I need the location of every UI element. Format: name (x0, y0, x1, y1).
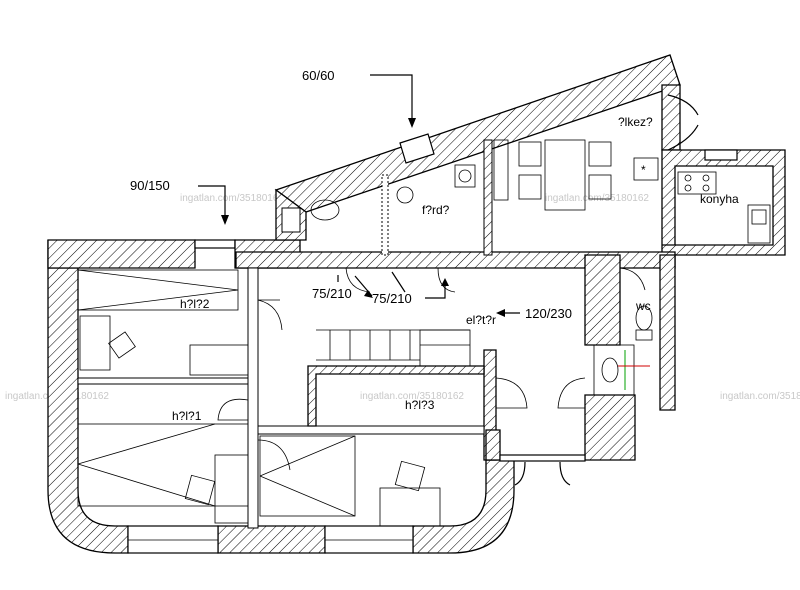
bed-room-3 (259, 435, 441, 527)
wall-entry-bottom (485, 429, 501, 461)
wall-kitchen (661, 149, 786, 256)
watermark-middle: ingatlan.com/35180162 (360, 391, 464, 402)
window-bottom-left (127, 525, 219, 554)
wall-wc-bottom (584, 394, 636, 461)
dim-top-window: 60/60 (302, 68, 335, 83)
window-left-top (194, 239, 236, 249)
room-label-3: h?l?3 (405, 398, 435, 412)
wall-wing-right (661, 84, 681, 151)
stairs (316, 329, 471, 367)
wall-slanted-roof (274, 54, 681, 213)
wall-top-left (47, 239, 196, 269)
dimension-arrows (198, 74, 520, 317)
dim-door-wc: 75/210 (312, 286, 352, 301)
watermark-upper-right: ingatlan.com/35180162 (545, 193, 649, 204)
room-label-bath: f?rd? (422, 203, 450, 217)
room-label-2: h?l?2 (180, 297, 210, 311)
wc-fixtures (593, 305, 653, 396)
room-label-kitchen: konyha (700, 192, 739, 206)
wall-bottom-2 (412, 459, 515, 554)
room-label-hall: el?t?r (466, 313, 496, 327)
window-kitchen (704, 149, 738, 161)
dim-door-kamra: 75/210 (372, 291, 412, 306)
bed-room-2 (77, 269, 249, 376)
dining-table: * (493, 139, 659, 211)
room-label-wc: wc (635, 299, 651, 313)
kitchen-appliances (677, 171, 771, 244)
room-label-1: h?l?1 (172, 409, 202, 423)
dim-left-window: 90/150 (130, 178, 170, 193)
window-bottom-middle (324, 525, 414, 554)
wall-hall-right (584, 254, 621, 346)
wall-wc-right (659, 254, 676, 411)
watermark-right: ingatlan.com/35180162 (720, 391, 800, 402)
room-label-living: ?lkez? (618, 115, 653, 129)
bath-fixtures (310, 164, 476, 221)
watermark-top: ingatlan.com/35180162 (180, 193, 284, 204)
svg-text:*: * (641, 163, 646, 177)
entry-door-frame (499, 454, 586, 462)
wall-room3-top (307, 365, 485, 427)
bed-room-1 (77, 423, 249, 524)
wall-bottom (217, 525, 326, 554)
dim-entry-door: 120/230 (525, 306, 572, 321)
window-slanted (399, 133, 435, 164)
